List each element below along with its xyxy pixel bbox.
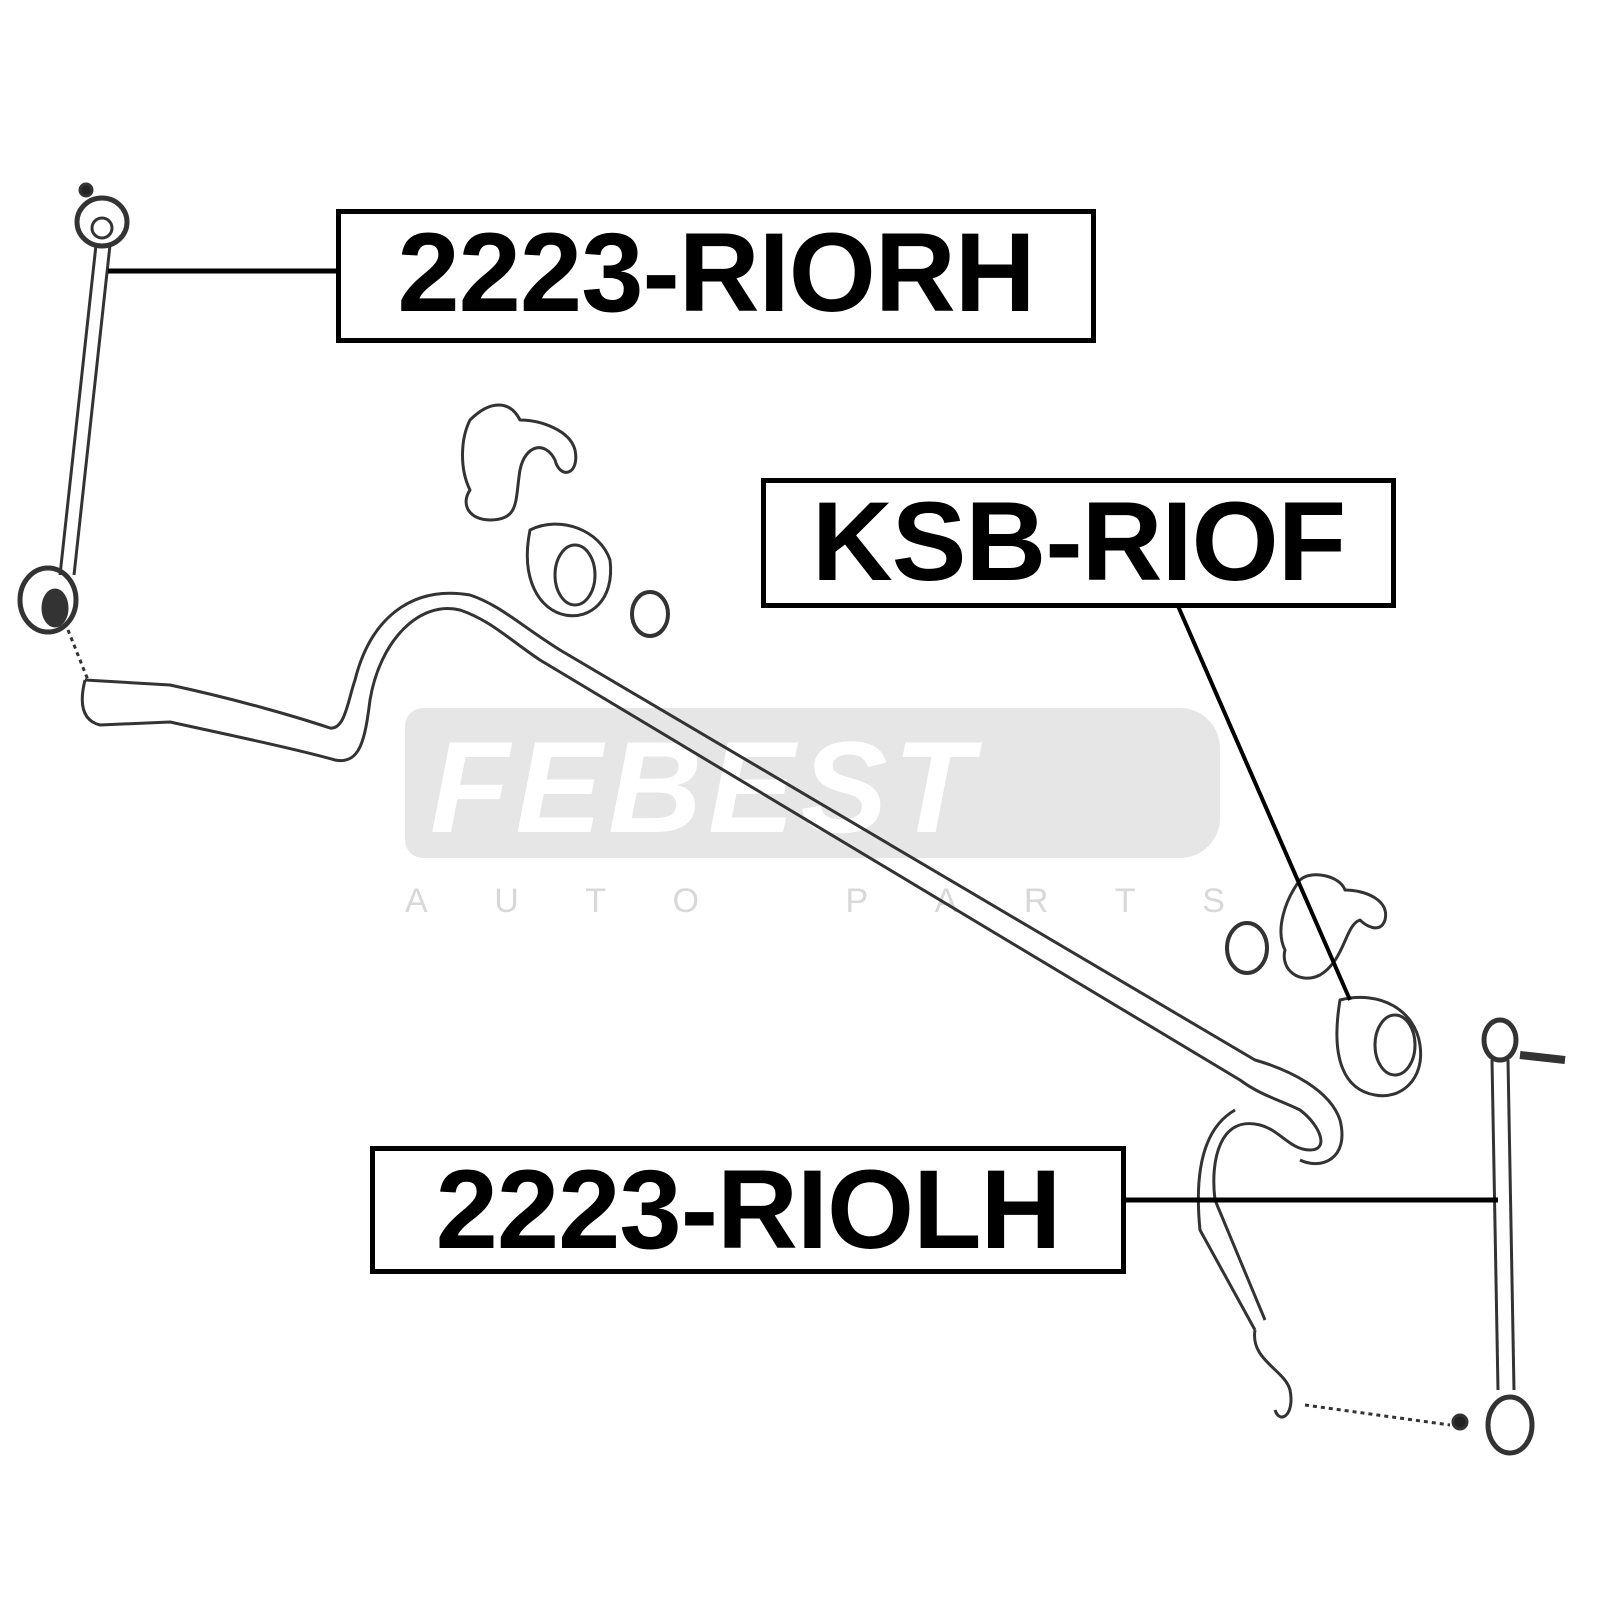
leader-line-middle bbox=[1176, 605, 1352, 1001]
watermark-tagline: A U T O P A R T S bbox=[405, 882, 1225, 920]
watermark-logo bbox=[405, 708, 1220, 858]
stabilizer-bar bbox=[80, 591, 1451, 1427]
watermark-brand: FEBEST bbox=[430, 714, 979, 860]
part-label-2223-riorh: 2223-RIORH bbox=[336, 209, 1096, 343]
part-label-ksb-riof: KSB-RIOF bbox=[761, 478, 1396, 608]
part-label-2223-riolh: 2223-RIOLH bbox=[370, 1146, 1126, 1274]
left-stabilizer-link bbox=[17, 182, 130, 681]
right-bushing-bracket bbox=[1225, 873, 1423, 1098]
left-bushing-bracket bbox=[461, 403, 670, 638]
right-stabilizer-link bbox=[1451, 1017, 1566, 1456]
